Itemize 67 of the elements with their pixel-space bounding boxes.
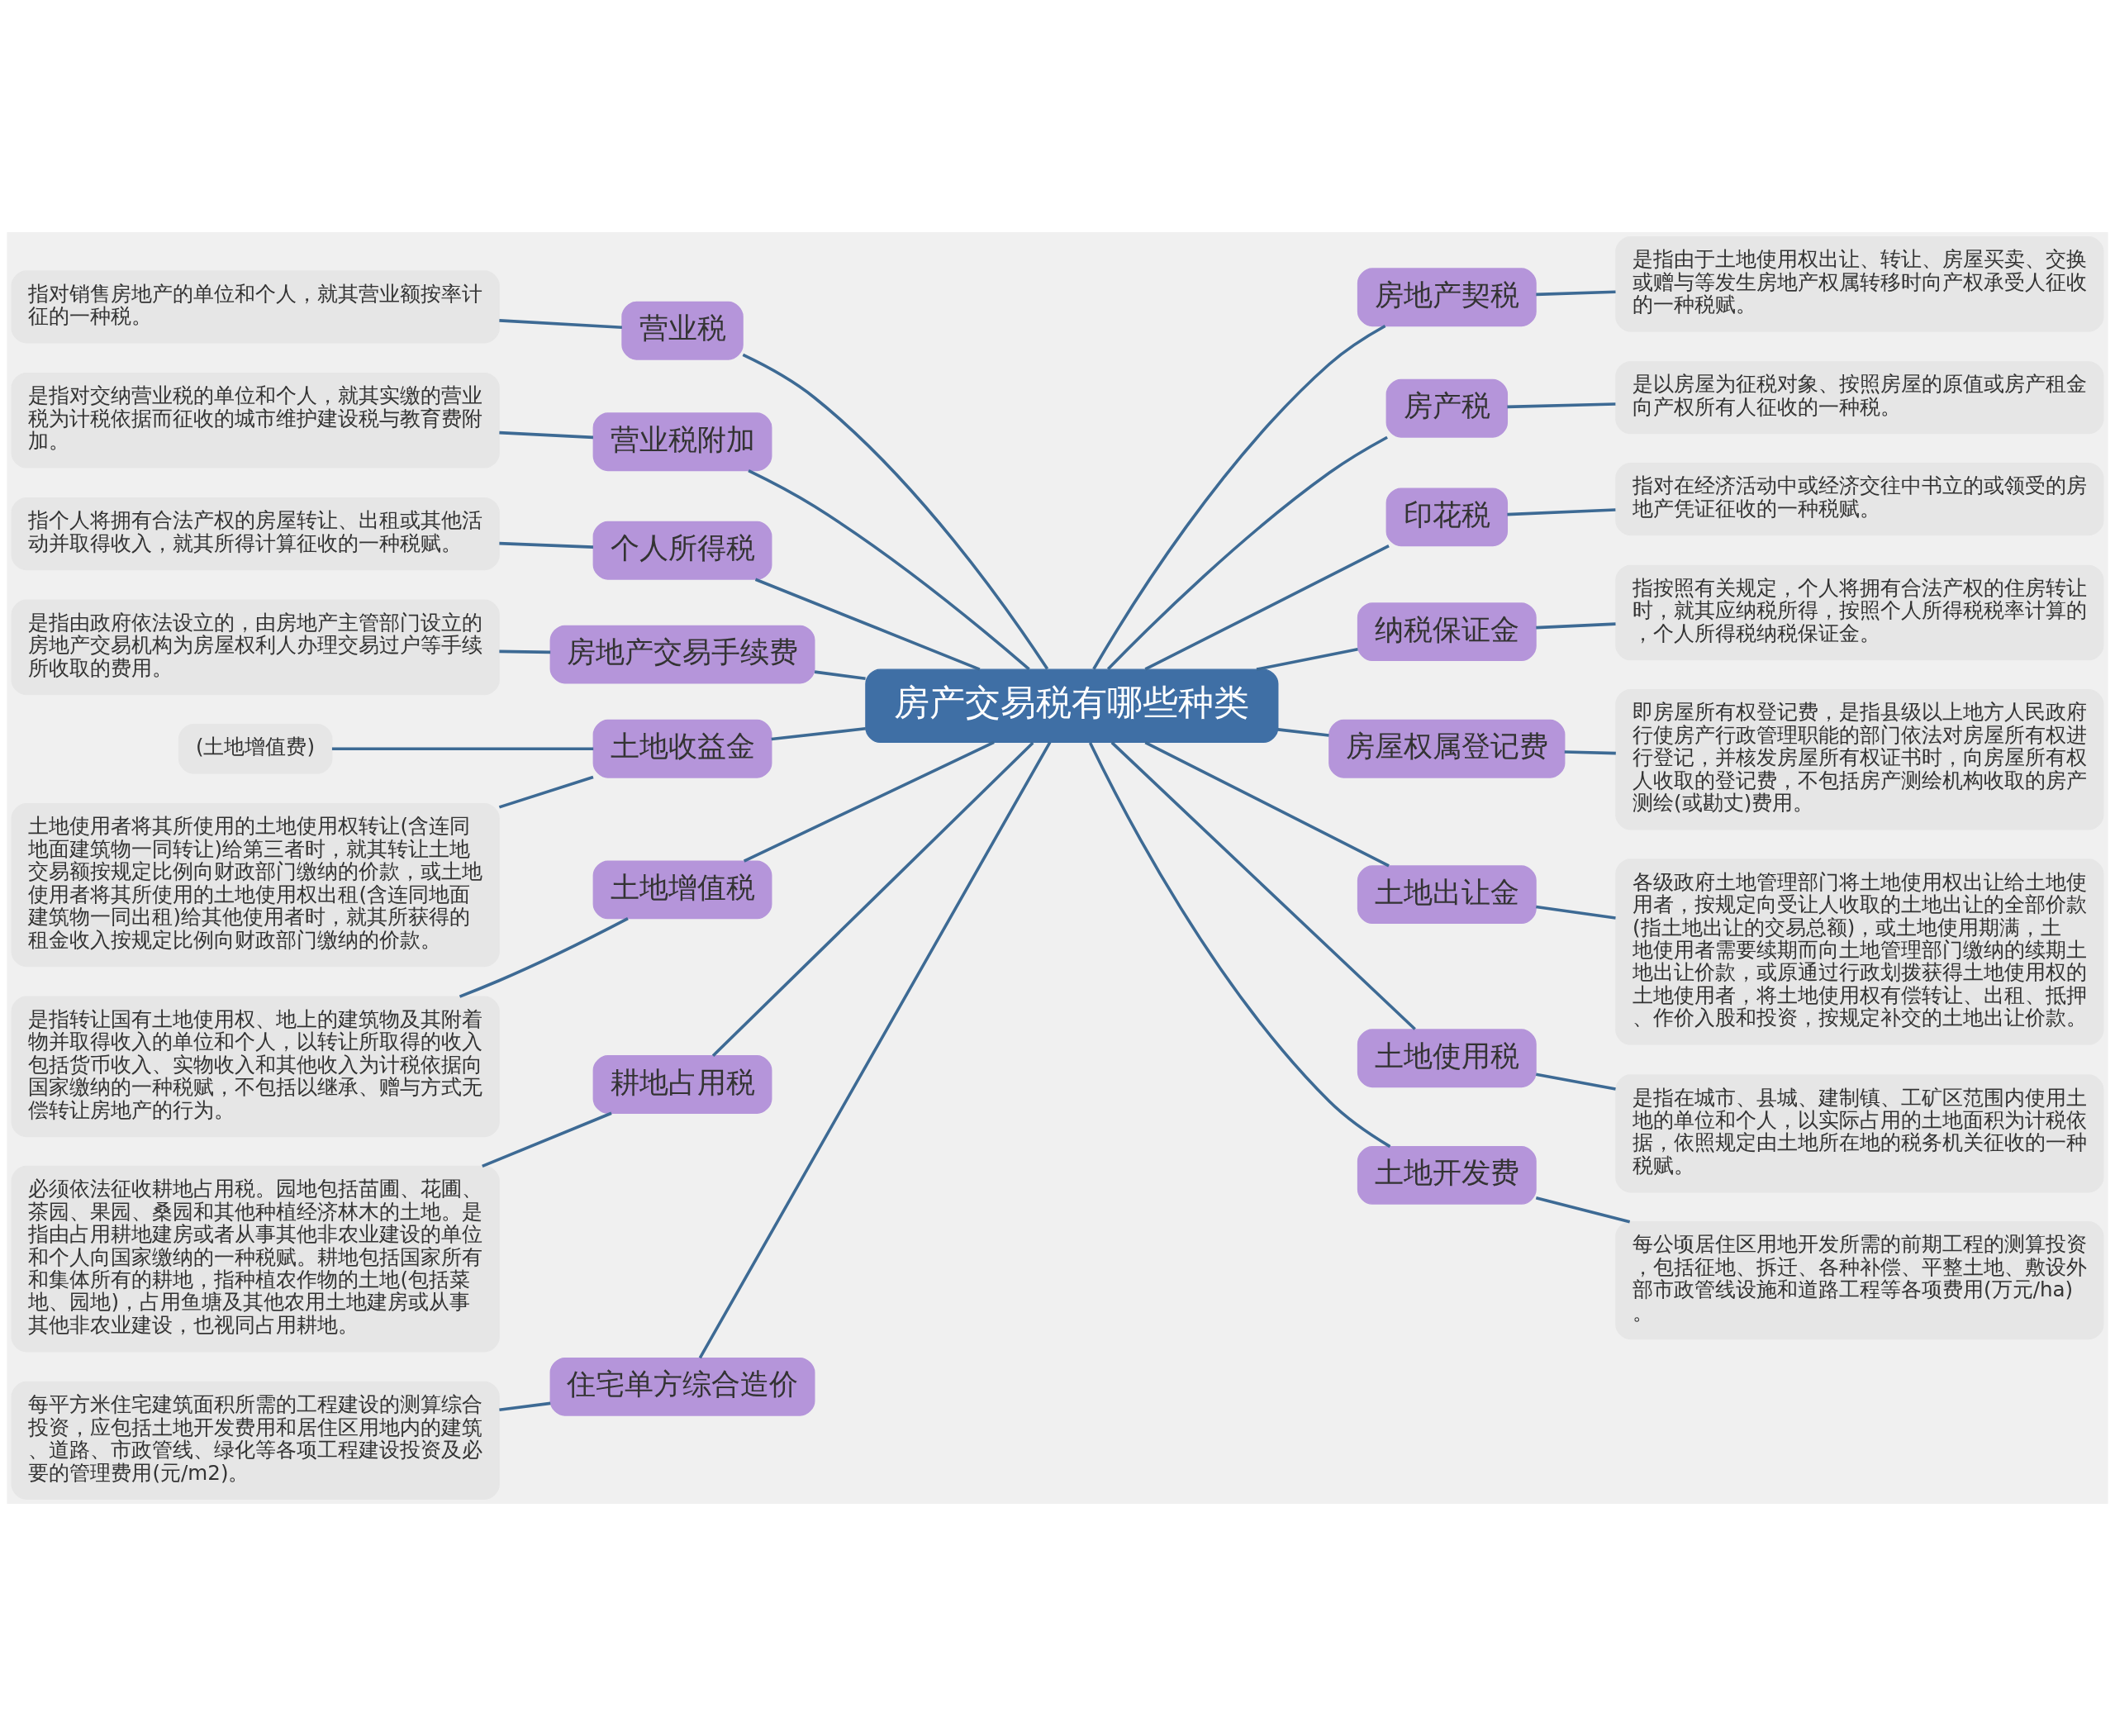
node-box: 是以房屋为征税对象、按照房屋的原值或房产租金向产权所有人征收的一种税。 bbox=[1615, 361, 2104, 435]
connector bbox=[771, 727, 866, 741]
connector bbox=[498, 775, 594, 809]
connector bbox=[331, 747, 594, 751]
connector bbox=[1564, 750, 1616, 755]
connector bbox=[499, 649, 551, 654]
node-box: 营业税附加 bbox=[592, 412, 772, 472]
connector bbox=[1256, 647, 1358, 671]
node-box: (土地增值费) bbox=[178, 723, 333, 774]
connector bbox=[1106, 435, 1388, 670]
node-box: 是指转让国有土地使用权、地上的建筑物及其附着物并取得收入的单位和个人，以转让所取得的收入包括货币收入、实物收入和其他收入为计税依据向国家缴纳的一种税赋，不包括以继承、赠与方式无偿转让房地产的行为。 bbox=[11, 996, 500, 1138]
connector bbox=[499, 1401, 551, 1411]
node-box: 住宅单方综合造价 bbox=[549, 1357, 815, 1416]
node-box: 耕地占用税 bbox=[592, 1055, 772, 1114]
node-box: 土地收益金 bbox=[592, 719, 772, 778]
connector bbox=[1535, 1073, 1616, 1091]
node-box: 房地产交易手续费 bbox=[549, 625, 815, 684]
connector bbox=[1088, 742, 1391, 1149]
connector bbox=[499, 319, 622, 330]
node-box: 土地开发费 bbox=[1357, 1146, 1537, 1205]
node-box: 房屋权属登记费 bbox=[1328, 719, 1566, 778]
connector bbox=[482, 1111, 612, 1168]
connector bbox=[1536, 905, 1616, 920]
node-box: 个人所得税 bbox=[592, 521, 772, 580]
node-box: 土地出让金 bbox=[1357, 865, 1537, 925]
node-box: 是指对交纳营业税的单位和个人，就其实缴的营业税为计税依据而征收的城市维护建设税与教育费附加。 bbox=[11, 372, 500, 468]
node-box: 印花税 bbox=[1385, 488, 1509, 547]
node-box: 各级政府土地管理部门将土地使用权出让给土地使用者，按规定向受让人收取的土地出让的全部价款(指土地出让的交易总额)，或土地使用期满，土地使用者需要续期而向土地管理部门缴纳的续期土地出让价款，或原通过行政划拨获得土地使用权的土地使用者，将土地使用权有偿转让、出租、抵押、作价入股和投资，按规定补交的土地出让价款。 bbox=[1615, 858, 2104, 1045]
node-box: 指按照有关规定，个人将拥有合法产权的住房转让时，就其应纳税所得，按照个人所得税税率计算的，个人所得税纳税保证金。 bbox=[1615, 564, 2104, 661]
node-box: 即房屋所有权登记费，是指县级以上地方人民政府行使房产行政管理职能的部门依法对房屋所有权进行登记，并核发房屋所有权证书时，向房屋所有权人收取的登记费，不包括房产测绘机构收取的房产测绘(或勘丈)费用。 bbox=[1615, 689, 2104, 830]
connector bbox=[1092, 324, 1386, 670]
connector bbox=[1277, 728, 1329, 737]
connector bbox=[1144, 545, 1390, 671]
connector bbox=[499, 541, 594, 549]
node-box: 指对在经济活动中或经济交往中书立的或领受的房地产凭证征收的一种税赋。 bbox=[1615, 463, 2104, 536]
connector bbox=[743, 740, 995, 863]
node-box: 指个人将拥有合法产权的房屋转让、出租或其他活动并取得收入，就其所得计算征收的一种税赋。 bbox=[11, 497, 500, 571]
node-box: 土地增值税 bbox=[592, 860, 772, 920]
connector bbox=[499, 430, 594, 440]
connector bbox=[1535, 1196, 1631, 1224]
node-box: 是指由于土地使用权出让、转让、房屋买卖、交换或赠与等发生房地产权属转移时向产权承受人征收的一种税赋。 bbox=[1615, 236, 2104, 332]
node-box: 房产交易税有哪些种类 bbox=[865, 668, 1279, 744]
node-box: 是指由政府依法设立的，由房地产主管部门设立的房地产交易机构为房屋权利人办理交易过户等手续所收取的费用。 bbox=[11, 599, 500, 696]
node-box: 是指在城市、县城、建制镇、工矿区范围内使用土地的单位和个人，以实际占用的土地面积为计税依据，依照规定由土地所在地的税务机关征收的一种税赋。 bbox=[1615, 1074, 2104, 1193]
node-box: 房地产契税 bbox=[1357, 268, 1537, 327]
node-box: 指对销售房地产的单位和个人，就其营业额按率计征的一种税。 bbox=[11, 270, 500, 344]
node-box: 每平方米住宅建筑面积所需的工程建设的测算综合投资，应包括土地开发费用和居住区用地内的建筑、道路、市政管线、绿化等各项工程建设投资及必要的管理费用(元/m2)。 bbox=[11, 1381, 500, 1500]
connector bbox=[748, 468, 1030, 671]
connector bbox=[459, 917, 629, 998]
node-box: 营业税 bbox=[621, 301, 744, 360]
node-box: 纳税保证金 bbox=[1357, 602, 1537, 662]
connector bbox=[814, 670, 866, 681]
node-box: 必须依法征收耕地占用税。园地包括苗圃、花圃、茶园、果园、桑园和其他种植经济林木的土地。是指由占用耕地建房或者从事其他非农业建设的单位和个人向国家缴纳的一种税赋。耕地包括国家所有和集体所有的耕地，指种植农作物的土地(包括菜地、园地)，占用鱼塘及其他农用土地建房或从事其他非农业建设，也视同占用耕地。 bbox=[11, 1165, 500, 1353]
node-box: 土地使用者将其所使用的土地使用权转让(含连同地面建筑物一同转让)给第三者时，就其转让土地交易额按规定比例向财政部门缴纳的价款，或土地使用者将其所使用的土地使用权出租(含连同地面建筑物一同出租)给其他使用者时，就其所获得的租金收入按规定比例向财政部门缴纳的价款。 bbox=[11, 803, 500, 968]
connector bbox=[698, 741, 1052, 1359]
connector bbox=[1144, 740, 1390, 868]
connector bbox=[1536, 622, 1616, 630]
connector bbox=[1507, 508, 1616, 516]
connector bbox=[754, 578, 981, 671]
connector bbox=[1110, 741, 1416, 1030]
node-box: 每公顷居住区用地开发所需的前期工程的测算投资，包括征地、拆迁、各种补偿、平整土地、敷设外部市政管线设施和道路工程等各项费用(万元/ha)。 bbox=[1615, 1221, 2104, 1340]
node-box: 房产税 bbox=[1385, 378, 1509, 438]
connector bbox=[1507, 402, 1616, 409]
connector bbox=[711, 741, 1034, 1057]
connector bbox=[742, 353, 1049, 670]
node-box: 土地使用税 bbox=[1357, 1029, 1537, 1088]
connector bbox=[1536, 290, 1616, 297]
